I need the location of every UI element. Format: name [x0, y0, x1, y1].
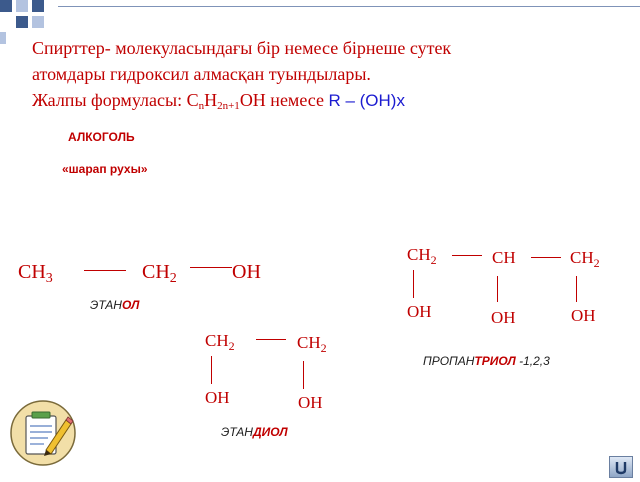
ethanol-ch3: CH3: [18, 261, 53, 286]
ethanol-oh: OH: [232, 261, 261, 283]
bond: [303, 361, 304, 389]
ethanediol-oh-1: OH: [205, 388, 230, 407]
deco-square: [16, 16, 28, 28]
ethanol-ch2: CH2: [142, 261, 177, 286]
propanetriol-oh-1: OH: [407, 302, 432, 321]
bond: [84, 270, 126, 271]
deco-square: [16, 0, 28, 12]
propanetriol-ch2-1: CH2: [407, 245, 437, 267]
formula-alternative: R – (OH)x: [328, 91, 405, 110]
deco-rule: [58, 6, 640, 7]
general-formula: Жалпы формуласы: CnH2n+1OH немесе R – (O…: [32, 90, 405, 112]
bond: [452, 255, 482, 256]
formula-prefix: Жалпы формуласы: C: [32, 90, 199, 110]
notepad-pencil-icon: [8, 398, 78, 468]
propanetriol-ch: CH: [492, 248, 516, 267]
alcohol-label: АЛКОГОЛЬ: [68, 130, 135, 144]
wine-spirit-label: «шарап рухы»: [62, 162, 148, 176]
formula-oh: OH немесе: [239, 90, 324, 110]
intro-line-2: атомдары гидроксил алмасқан туындылары.: [32, 64, 371, 84]
return-button[interactable]: [609, 456, 633, 478]
return-icon: [615, 462, 627, 475]
propanetriol-ch2-3: CH2: [570, 248, 600, 270]
propanetriol-name: ПРОПАНТРИОЛ -1,2,3: [423, 354, 550, 368]
bond: [190, 267, 232, 268]
bond: [497, 276, 498, 302]
ethanediol-name: ЭТАНДИОЛ: [221, 425, 288, 439]
bond: [256, 339, 286, 340]
deco-square: [32, 16, 44, 28]
formula-h: H: [204, 90, 218, 110]
ethanediol-oh-2: OH: [298, 393, 323, 412]
intro-line-1: Спирттер- молекуласындағы бір немесе бір…: [32, 38, 452, 58]
deco-square: [32, 0, 44, 12]
formula-subscript: 2n+1: [217, 100, 240, 112]
bond: [211, 356, 212, 384]
bond: [531, 257, 561, 258]
propanetriol-oh-3: OH: [571, 306, 596, 325]
ethanediol-ch2-2: CH2: [297, 333, 327, 355]
bond: [413, 270, 414, 298]
deco-square: [0, 32, 6, 44]
deco-square: [0, 0, 12, 12]
bond: [576, 276, 577, 302]
propanetriol-oh-2: OH: [491, 308, 516, 327]
ethanol-name: ЭТАНОЛ: [90, 298, 140, 312]
ethanediol-ch2-1: CH2: [205, 331, 235, 353]
formula-n: n: [198, 100, 205, 112]
